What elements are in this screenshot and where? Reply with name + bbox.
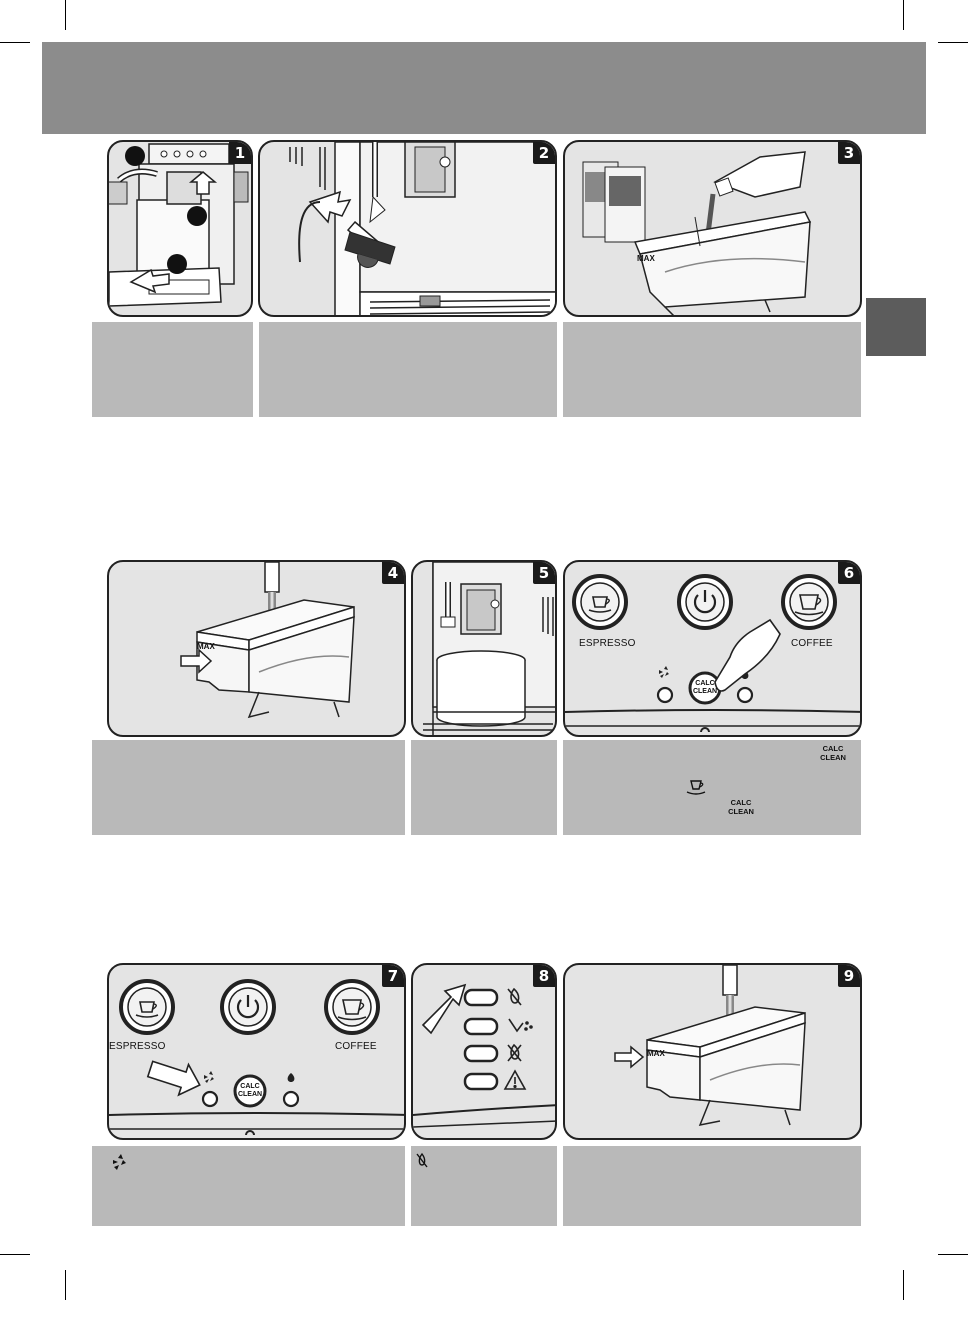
descale-led (656, 686, 674, 704)
no-water-icon (507, 1043, 522, 1062)
machine-side-illustration (109, 143, 249, 307)
power-icon (236, 995, 260, 1019)
steam-wand-illustration (289, 142, 555, 315)
indicator-led (463, 1044, 499, 1063)
control-panel-illustration (565, 574, 860, 733)
pointer-arrow-icon (421, 983, 467, 1035)
indicator-led (463, 1017, 499, 1036)
step-5-caption (411, 740, 557, 835)
tank-max-label: MAX (197, 642, 215, 651)
step-number: 5 (533, 562, 555, 584)
water-led (282, 1090, 300, 1108)
espresso-label: ESPRESSO (579, 638, 636, 649)
coffee-label: COFFEE (335, 1041, 377, 1052)
step-6-illustration: ESPRESSO COFFEE CALC CLEAN 6 (563, 560, 862, 737)
grounds-container-icon (508, 1018, 533, 1033)
water-drop-icon (287, 1073, 295, 1082)
calc-clean-button (233, 1074, 267, 1108)
container-under-wand-illustration (423, 562, 555, 735)
step-3-illustration: MAX 3 (563, 140, 862, 317)
step-number: 4 (382, 562, 404, 584)
calc-clean-label: CALC CLEAN (692, 680, 718, 695)
section-tab (866, 298, 926, 356)
step-8-illustration: 8 (411, 963, 557, 1140)
espresso-label: ESPRESSO (109, 1041, 166, 1052)
espresso-cup-icon (588, 596, 612, 613)
step-1-illustration: 1 (107, 140, 253, 317)
step-number: 7 (382, 965, 404, 987)
descale-icon (113, 1154, 126, 1170)
step-number: 6 (838, 562, 860, 584)
control-panel-illustration (109, 979, 404, 1136)
step-2-illustration: 2 (258, 140, 557, 317)
espresso-button (119, 979, 175, 1035)
descaler-pour-illustration (582, 151, 812, 315)
step-4-caption (92, 740, 405, 835)
step-6-caption: CALC CLEAN CALC CLEAN (563, 740, 861, 835)
step-number: 3 (838, 142, 860, 164)
warning-icon (503, 1069, 527, 1090)
calc-clean-inline-label: CALC CLEAN (728, 798, 754, 816)
crop-mark (903, 0, 904, 30)
espresso-button (572, 574, 628, 630)
crop-mark (938, 1254, 968, 1255)
water-tank-fill-illustration (614, 965, 806, 1127)
crop-mark (65, 1270, 66, 1300)
coffee-button (324, 979, 380, 1035)
step-number: 1 (229, 142, 251, 164)
step-1-caption (92, 322, 253, 417)
water-led (736, 686, 754, 704)
descale-led (201, 1090, 219, 1108)
espresso-cup-icon (135, 1001, 159, 1018)
crop-mark (0, 1254, 30, 1255)
crop-mark (65, 0, 66, 30)
tank-max-label: MAX (647, 1049, 665, 1058)
espresso-cup-icon (686, 780, 706, 795)
step-number: 8 (533, 965, 555, 987)
step-7-caption (92, 1146, 405, 1226)
step-9-illustration: MAX 9 (563, 963, 862, 1140)
step-8-caption (411, 1146, 557, 1226)
crop-mark (938, 42, 968, 43)
header-band (42, 42, 926, 134)
water-tank-fill-illustration (180, 562, 355, 719)
coffee-cup-icon (794, 594, 824, 616)
coffee-button (781, 574, 837, 630)
tank-max-label: MAX (637, 254, 655, 263)
crop-mark (0, 42, 30, 43)
indicator-led (463, 1072, 499, 1091)
indicator-lights-illustration (413, 983, 555, 1128)
step-3-caption (563, 322, 861, 417)
step-2-caption (259, 322, 557, 417)
step-4-illustration: MAX 4 (107, 560, 406, 737)
step-number: 9 (838, 965, 860, 987)
pressing-finger-icon (714, 618, 781, 692)
descale-icon (204, 1071, 214, 1083)
no-coffee-icon (507, 987, 522, 1006)
pointer-arrow-icon (146, 1060, 201, 1097)
step-5-illustration: 5 (411, 560, 557, 737)
no-coffee-icon (416, 1152, 428, 1168)
indicator-led (463, 988, 499, 1007)
step-9-caption (563, 1146, 861, 1226)
step-number: 2 (533, 142, 555, 164)
descale-icon (659, 666, 669, 678)
step-7-illustration: ESPRESSO COFFEE CALC CLEAN 7 (107, 963, 406, 1140)
crop-mark (903, 1270, 904, 1300)
coffee-cup-icon (337, 999, 367, 1021)
coffee-label: COFFEE (791, 638, 833, 649)
power-icon (693, 590, 717, 614)
calc-clean-inline-label: CALC CLEAN (820, 744, 846, 762)
calc-clean-label: CALC CLEAN (237, 1083, 263, 1098)
